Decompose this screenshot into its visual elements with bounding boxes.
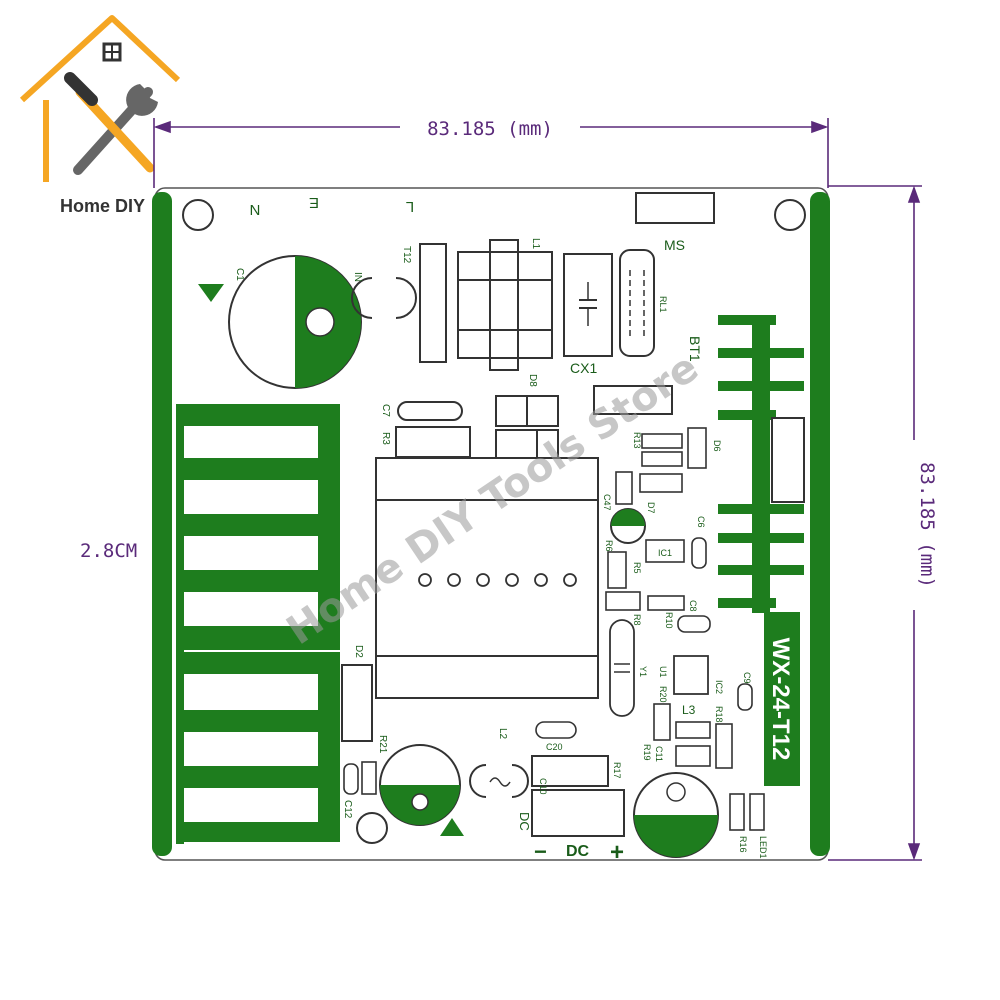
transformer-pins: [418, 573, 577, 587]
label-cx1: CX1: [570, 360, 597, 376]
label-r18: R18: [714, 706, 724, 723]
label-u1: U1: [658, 666, 668, 678]
label-r13: R13: [632, 432, 642, 449]
label-c11: C11: [654, 746, 664, 762]
home-diy-logo: Home DIY: [19, 15, 181, 216]
label-c12: C12: [342, 800, 353, 819]
label-led1: LED1: [758, 836, 768, 859]
label-dc-minus: −: [534, 839, 547, 864]
label-d8: D8: [527, 374, 538, 387]
heatsink-dimension-label: 2.8CM: [80, 540, 137, 562]
label-r6: R6: [604, 540, 614, 552]
label-c10: C10: [538, 778, 548, 795]
label-c9: C9: [742, 672, 752, 684]
capacitor-bottom-right: [633, 772, 719, 858]
label-c1: C1: [234, 268, 245, 281]
label-c47: C47: [602, 494, 612, 511]
label-c7: C7: [380, 404, 391, 417]
label-e: E: [309, 194, 319, 211]
label-l2: L2: [497, 728, 508, 740]
brand-name: Home DIY: [60, 196, 145, 216]
label-n: N: [250, 201, 261, 218]
model-block: [764, 612, 800, 786]
label-c8: C8: [688, 600, 698, 612]
mounting-holes: [182, 199, 806, 844]
label-d2: D2: [353, 645, 364, 658]
cx1-block: [563, 253, 613, 357]
ms-pad: [635, 192, 715, 224]
label-in: IN: [352, 272, 363, 282]
right-heatsink: [718, 315, 804, 613]
t12-block: [419, 243, 447, 363]
label-l3: L3: [682, 703, 696, 717]
label-l: L: [406, 198, 414, 215]
label-c20: C20: [546, 742, 563, 752]
label-ic1: IC1: [658, 548, 672, 558]
label-t12: T12: [401, 246, 412, 264]
label-dc: DC: [517, 812, 532, 831]
label-dc-plus: +: [610, 839, 624, 866]
d2-block: [341, 664, 373, 742]
label-bt1: BT1: [687, 336, 703, 362]
inductor-l1: [457, 239, 553, 371]
label-dc-bottom: DC: [566, 843, 590, 860]
label-r3: R3: [380, 432, 391, 445]
left-heatsink: [176, 404, 340, 844]
label-c6: C6: [696, 516, 706, 528]
label-r8: R8: [632, 614, 642, 626]
label-r10: R10: [664, 612, 674, 629]
label-r17: R17: [612, 762, 622, 779]
label-d6: D6: [712, 440, 722, 452]
label-rl1: RL1: [658, 296, 668, 313]
label-model: WX-24-T12: [767, 638, 794, 761]
label-r19: R19: [642, 744, 652, 761]
label-r16: R16: [738, 836, 748, 853]
height-dimension-label: 83.185 (mm): [916, 462, 938, 588]
capacitor-bottom-left: [379, 744, 461, 826]
label-ms: MS: [664, 237, 685, 253]
transformer: [375, 457, 599, 699]
capacitor-c1: [228, 255, 362, 389]
label-r20: R20: [658, 686, 668, 703]
label-ic2: IC2: [714, 680, 724, 694]
label-r21: R21: [377, 735, 388, 754]
rl1-block: [619, 249, 655, 357]
label-d7: D7: [646, 502, 656, 514]
label-r5: R5: [632, 562, 642, 574]
width-dimension-label: 83.185 (mm): [427, 118, 553, 140]
label-y1: Y1: [638, 666, 648, 677]
label-l1: L1: [530, 238, 541, 250]
